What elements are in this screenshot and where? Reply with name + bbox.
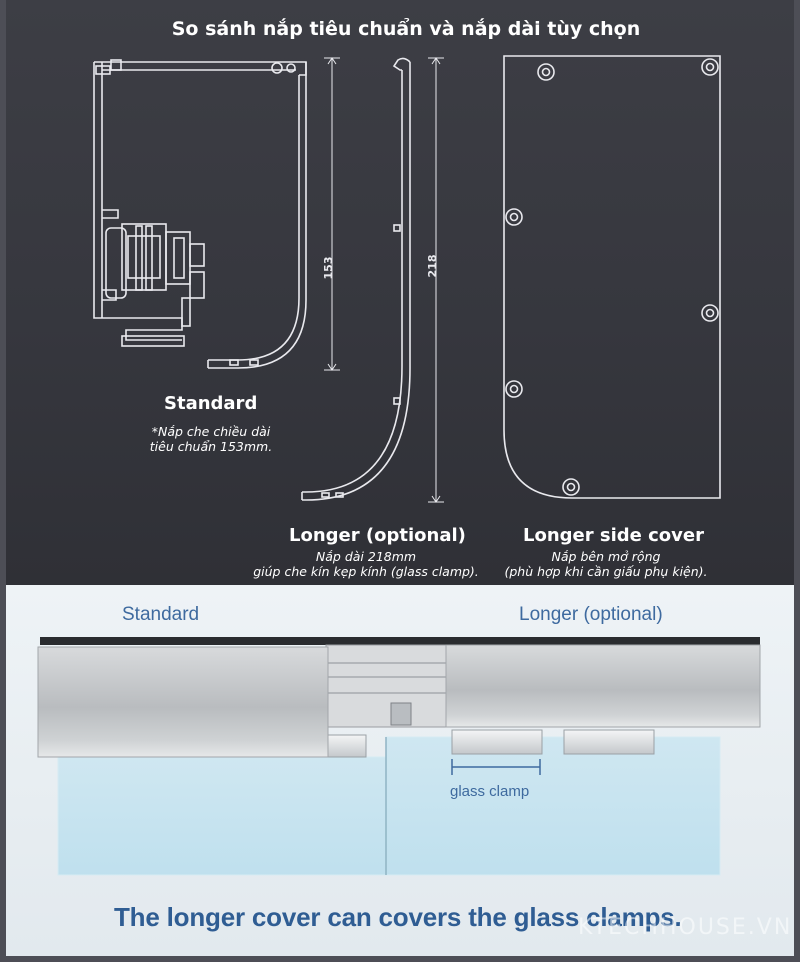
- glass-clamp-label: glass clamp: [450, 783, 530, 800]
- standard-profile: [93, 59, 307, 369]
- watermark: KTECHHOUSE.VN: [578, 915, 793, 940]
- longer-note-line2: giúp che kín kẹp kính (glass clamp).: [253, 564, 479, 579]
- glass-pane-left: [57, 756, 387, 876]
- side-cover-outline: [503, 55, 721, 499]
- track-rail: [40, 637, 760, 645]
- glass-clamp-left: [451, 729, 543, 755]
- standard-cover: [37, 646, 329, 758]
- dimension-153-label: 153: [322, 257, 335, 280]
- longer-cover: [445, 644, 761, 728]
- glass-clamp-standard: [323, 734, 367, 758]
- glass-clamp-right: [563, 729, 655, 755]
- technical-drawing-panel: 153 218 So sánh nắp tiêu chuẩn và nắp dà…: [0, 0, 800, 585]
- dimension-218-label: 218: [426, 255, 439, 278]
- dimension-218: [428, 57, 444, 503]
- dimension-153: [324, 57, 340, 371]
- photo-panel: Standard Longer (optional) glass clamp T…: [0, 585, 800, 962]
- standard-note-line2: tiêu chuẩn 153mm.: [149, 439, 273, 454]
- technical-drawing: 153 218: [93, 55, 721, 503]
- side-cover-label: Longer side cover: [523, 525, 704, 546]
- longer-label: Longer (optional): [289, 525, 466, 546]
- side-cover-note-line2: (phù hợp khi cần giấu phụ kiện).: [504, 564, 708, 579]
- longer-profile: [301, 57, 411, 501]
- clamp-bracket: [451, 759, 541, 775]
- door-operator-illustration: [37, 637, 761, 876]
- longer-note-line1: Nắp dài 218mm: [315, 549, 417, 564]
- photo-standard-label: Standard: [122, 604, 200, 625]
- caption: The longer cover can covers the glass cl…: [114, 902, 682, 932]
- standard-note-line1: *Nắp che chiều dài: [151, 424, 271, 439]
- side-cover-note-line1: Nắp bên mở rộng: [551, 549, 661, 564]
- photo-longer-label: Longer (optional): [519, 604, 663, 625]
- page-title: So sánh nắp tiêu chuẩn và nắp dài tùy ch…: [171, 18, 641, 40]
- glass-pane-right: [385, 736, 721, 876]
- standard-label: Standard: [164, 393, 258, 414]
